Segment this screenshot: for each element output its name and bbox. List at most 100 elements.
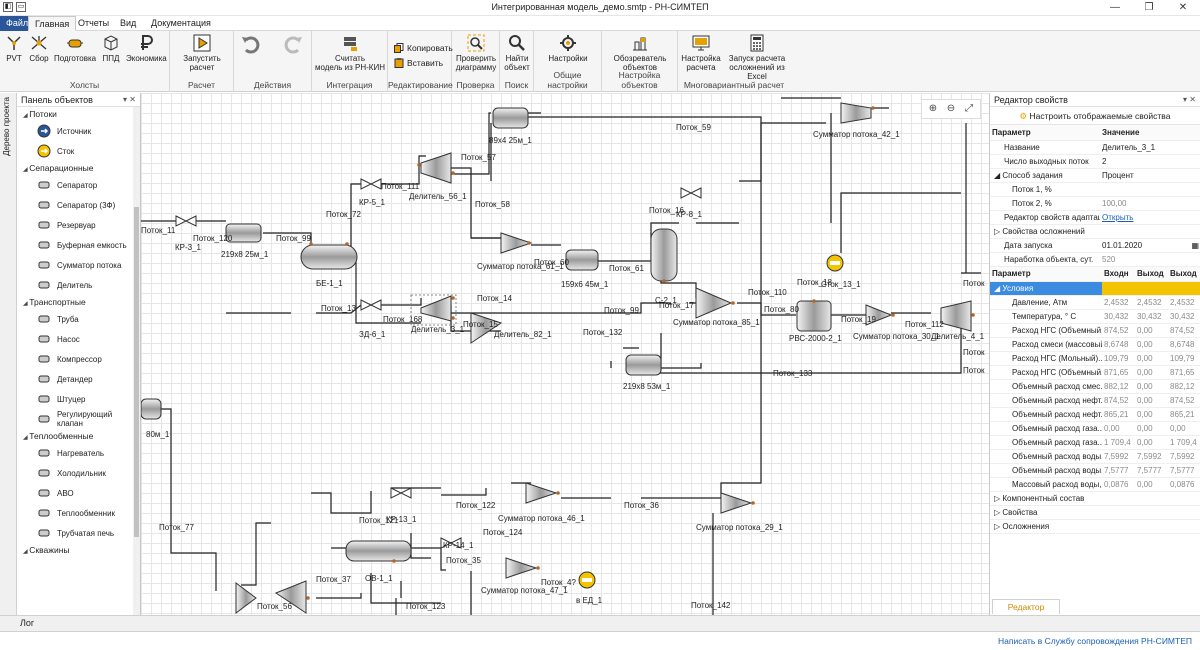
separator-object[interactable] (650, 228, 678, 282)
label[interactable]: Сумматор потока_85_1 (673, 318, 760, 327)
label[interactable]: Поток_4? (541, 578, 576, 587)
check-diagram-button[interactable]: Проверить диаграмму (454, 34, 498, 72)
label[interactable]: 80м_1 (146, 430, 170, 439)
calc-setup-button[interactable]: Настройка расчета (680, 34, 722, 72)
label[interactable]: Сумматор потока_47_1 (481, 586, 568, 595)
label[interactable]: Поток_120 (193, 234, 233, 243)
object-item[interactable]: Компрессор (17, 349, 140, 369)
label[interactable]: Поток_15 (463, 320, 498, 329)
find-object-button[interactable]: Найти объект (501, 34, 533, 72)
label[interactable]: Поток_112 (905, 320, 944, 329)
label[interactable]: Поток (963, 279, 985, 288)
tank-object[interactable] (796, 300, 832, 332)
object-item[interactable]: Детандер (17, 369, 140, 389)
label[interactable]: Поток_18 (797, 278, 832, 287)
property-value[interactable]: 01.01.2020 (1102, 240, 1143, 250)
conditions-group-row[interactable]: ◢ Условия (990, 281, 1200, 296)
label[interactable]: Поток_13 (321, 304, 356, 313)
label[interactable]: Поток_35 (446, 556, 481, 565)
object-item[interactable]: Сепаратор (3Ф) (17, 195, 140, 215)
label[interactable]: Делитель_82_1 (494, 330, 552, 339)
label[interactable]: Поток_110 (748, 288, 787, 297)
label[interactable]: ЗД-6_1 (359, 330, 386, 339)
app-icon[interactable]: ◧ (3, 2, 13, 12)
valve-icon[interactable] (390, 487, 412, 499)
property-value[interactable]: 2 (1102, 156, 1107, 166)
panel-pin-close[interactable]: ▾ ✕ (1183, 95, 1196, 104)
object-item[interactable]: Трубчатая печь (17, 523, 140, 543)
label[interactable]: Сумматор потока_46_1 (498, 514, 585, 523)
divider-object[interactable] (420, 295, 452, 322)
object-item[interactable]: Буферная емкость (17, 235, 140, 255)
label[interactable]: 219x8 53м_1 (623, 382, 671, 391)
category-header[interactable]: Скважины (17, 543, 140, 557)
label[interactable]: Поток_60 (534, 258, 569, 267)
category-header[interactable]: Потоки (17, 107, 140, 121)
zoom-out-icon[interactable]: ⊖ (946, 103, 956, 114)
menu-view[interactable]: Вид (120, 18, 137, 28)
pipe-object[interactable] (565, 249, 599, 271)
label[interactable]: РВС-2000-2_1 (789, 334, 842, 343)
adder-object[interactable] (695, 287, 733, 319)
expand-icon[interactable]: ▷ (994, 226, 1003, 236)
label[interactable]: Поток_17 (659, 301, 694, 310)
flow-diagram[interactable]: Поток_11 КР-3_1 Поток_120 219x8 25м_1 По… (141, 93, 989, 615)
collapse-icon[interactable]: ◢ (994, 284, 1001, 293)
property-row[interactable]: Поток 1, % (990, 182, 1200, 197)
label[interactable]: Поток_58 (475, 200, 510, 209)
expand-icon[interactable]: ▷ (994, 494, 1003, 503)
object-item[interactable]: Труба (17, 309, 140, 329)
economika-button[interactable]: Экономика (126, 34, 167, 63)
valve-icon[interactable] (440, 537, 462, 549)
group-row[interactable]: ▷ Свойства (990, 505, 1200, 520)
copy-button[interactable]: Копировать (394, 43, 453, 53)
label[interactable]: Сумматор потока_29_1 (696, 523, 783, 532)
label[interactable]: Поток_133 (773, 369, 813, 378)
label[interactable]: Поток_111 (381, 182, 420, 191)
label[interactable]: Сумматор потока_61_1 (477, 262, 564, 271)
expand-icon[interactable]: ▷ (994, 508, 1003, 517)
maximize-button[interactable]: ❐ (1144, 2, 1154, 13)
label[interactable]: Поток_123 (406, 602, 446, 611)
category-header[interactable]: Теплообменные (17, 429, 140, 443)
label[interactable]: С-2_1 (655, 296, 677, 305)
divider-object[interactable] (940, 300, 972, 332)
label[interactable]: Поток (963, 348, 985, 357)
diagram-canvas[interactable]: Поток_11 КР-3_1 Поток_120 219x8 25м_1 По… (141, 93, 989, 615)
label[interactable]: Поток_61 (609, 264, 644, 273)
objects-scrollbar[interactable] (133, 107, 140, 615)
label[interactable]: Поток_37 (316, 575, 351, 584)
support-link[interactable]: Написать в Службу сопровождения РН-СИМТЕ… (998, 636, 1192, 646)
adder-object[interactable] (865, 304, 893, 326)
label[interactable]: КР-13_1 (386, 515, 417, 524)
label[interactable]: Делитель_4_1 (931, 332, 985, 341)
label[interactable]: Поток_72 (326, 210, 361, 219)
property-row[interactable]: Наработка объекта, сут.520 (990, 252, 1200, 267)
redo-button[interactable] (282, 34, 304, 58)
object-item[interactable]: Сепаратор (17, 175, 140, 195)
expand-icon[interactable]: ▷ (994, 522, 1003, 531)
label[interactable]: Поток_80 (764, 305, 799, 314)
paste-button[interactable]: Вставить (394, 58, 443, 68)
label[interactable]: Поток_36 (624, 501, 659, 510)
panel-pin-close[interactable]: ▾ ✕ (123, 95, 136, 104)
settings-button[interactable]: Настройки (544, 34, 592, 63)
collapse-icon[interactable]: ◢ (994, 170, 1003, 180)
adder-object[interactable] (720, 492, 753, 514)
object-item[interactable]: АВО (17, 483, 140, 503)
property-value[interactable]: Делитель_3_1 (1102, 142, 1156, 152)
label[interactable]: Поток_14 (477, 294, 512, 303)
category-header[interactable]: Сепарационные (17, 161, 140, 175)
calendar-icon[interactable]: ▦ (1191, 240, 1199, 250)
configure-props-link[interactable]: ⚙ Настроить отображаемые свойства (990, 107, 1200, 125)
adder-object[interactable] (500, 232, 533, 254)
